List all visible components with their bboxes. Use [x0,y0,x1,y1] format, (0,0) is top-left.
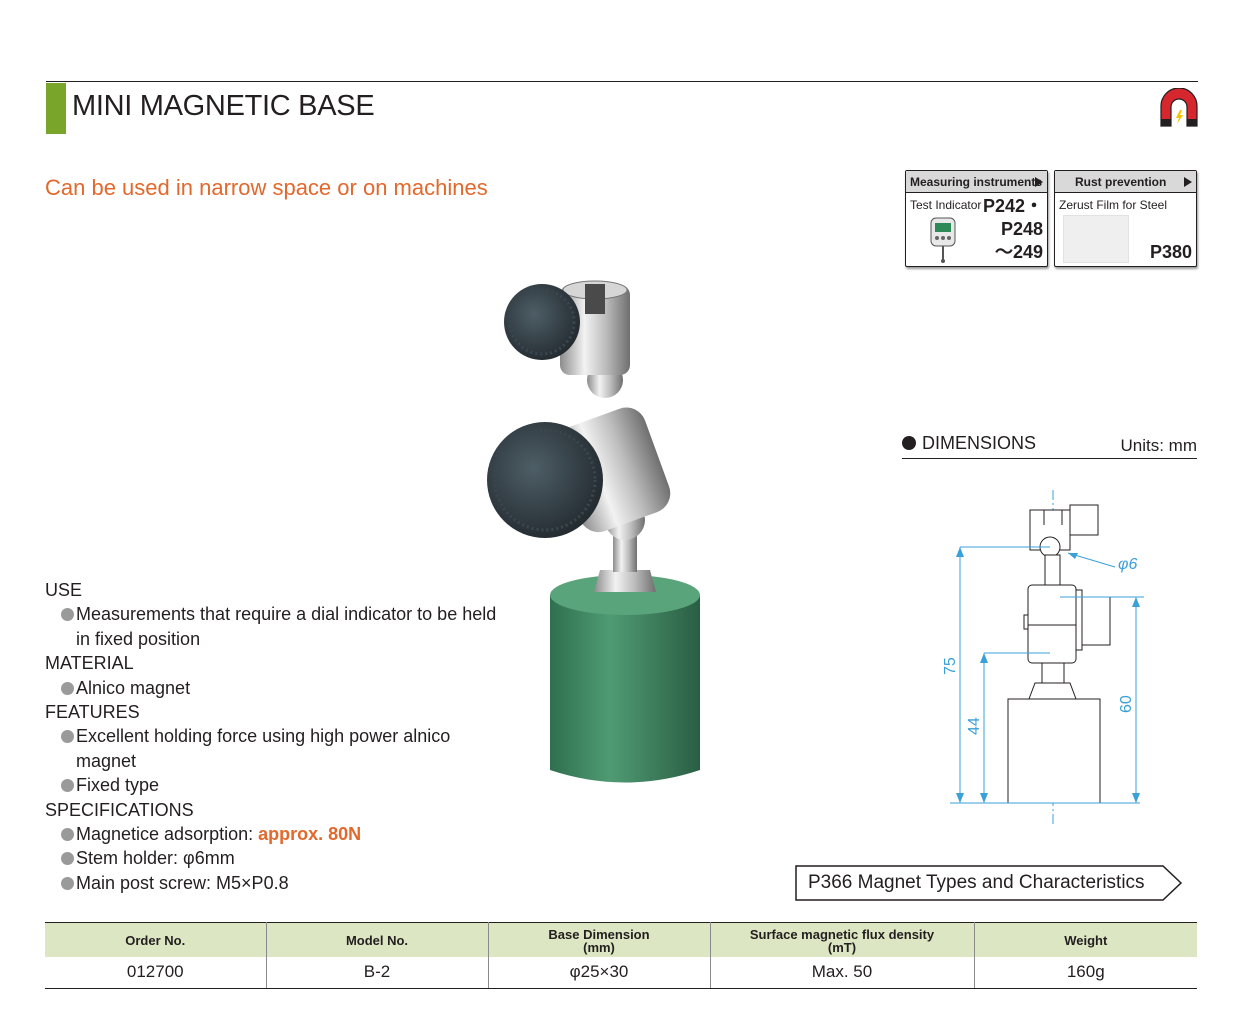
arrow-right-icon [1035,177,1043,187]
title-accent-bar [46,83,66,134]
specifications-heading: SPECIFICATIONS [45,799,194,820]
reference-item: Zerust Film for Steel [1059,198,1168,212]
bullet-dot-icon [61,779,74,793]
use-heading: USE [45,580,83,600]
list-item: Stem holder: φ6mm [45,846,515,870]
dimensions-heading: DIMENSIONS [902,433,1036,454]
header-weight: Weight [974,922,1197,957]
list-item: Excellent holding force using high power… [45,724,515,773]
reference-pages: P380 [1149,242,1192,262]
cell-model-no: B-2 [266,956,489,989]
dim-label-75: 75 [942,657,959,675]
cell-order-no: 012700 [45,956,267,989]
magnet-types-link-label: P366 Magnet Types and Characteristics [808,872,1145,893]
dim-label-stem: φ6 [1118,556,1137,573]
spec-section: USE Measurements that require a dial ind… [45,578,515,895]
bullet-dot-icon [61,852,74,866]
test-indicator-icon [930,217,956,263]
list-item: Main post screw: M5×P0.8 [45,871,515,895]
reference-pages: P242・ P248 ～249 [982,196,1043,262]
dimension-drawing: φ6 75 44 60 [942,490,1144,825]
bullet-dot-icon [61,681,74,695]
bullet-dot-icon [61,608,74,622]
cell-flux-density: Max. 50 [710,956,975,989]
dim-label-60: 60 [1118,695,1135,713]
bullet-dot-icon [61,876,74,890]
arrow-box-icon [795,865,1183,901]
list-item: Fixed type [45,773,515,797]
reference-heading: Measuring instruments [906,171,1047,193]
dim-label-44: 44 [966,717,983,735]
bullet-dot-icon [61,828,74,842]
dimensions-rule [902,458,1197,459]
header-base-dimension: Base Dimension(mm) [488,922,711,957]
arrow-right-icon [1184,177,1192,187]
spec-table: Order No. Model No. Base Dimension(mm) S… [45,922,1197,989]
list-item: Magnetice adsorption: approx. 80N [45,822,515,846]
reference-box-rust-prevention[interactable]: Rust prevention Zerust Film for Steel P3… [1054,170,1197,267]
cell-weight: 160g [974,956,1197,989]
top-rule [46,81,1198,82]
bullet-dot-icon [61,730,74,744]
table-row: 012700 B-2 φ25×30 Max. 50 160g [45,956,1197,989]
cell-base-dimension: φ25×30 [488,956,711,989]
magnet-icon [1160,88,1198,127]
list-item: Measurements that require a dial indicat… [45,602,515,651]
zerust-film-image [1063,215,1129,263]
header-flux-density: Surface magnetic flux density(mT) [710,922,975,957]
magnet-types-link[interactable]: P366 Magnet Types and Characteristics [795,865,1185,901]
reference-heading: Rust prevention [1055,171,1196,193]
bullet-dot-icon [902,436,916,450]
material-heading: MATERIAL [45,653,134,674]
header-order-no: Order No. [45,922,267,957]
header-model-no: Model No. [266,922,489,957]
reference-item: Test Indicator [910,198,982,212]
subtitle: Can be used in narrow space or on machin… [45,175,488,200]
page-title: MINI MAGNETIC BASE [72,90,375,122]
units-label: Units: mm [1120,436,1198,455]
table-header-row: Order No. Model No. Base Dimension(mm) S… [45,922,1197,957]
list-item: Alnico magnet [45,676,515,700]
reference-box-measuring-instruments[interactable]: Measuring instruments Test Indicator P24… [905,170,1048,267]
features-heading: FEATURES [45,702,140,723]
product-photo [487,280,700,783]
adsorption-value: approx. 80N [258,824,362,845]
